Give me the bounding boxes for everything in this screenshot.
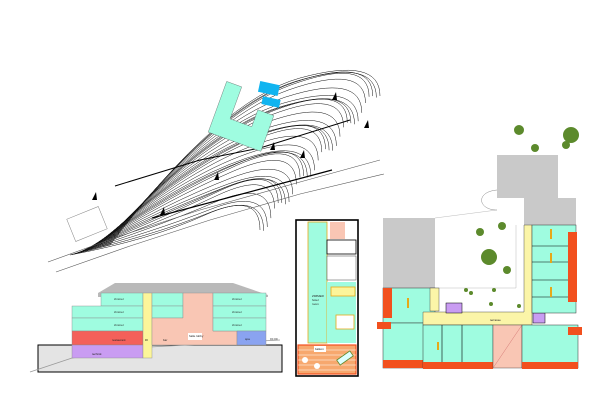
contour-line [85,152,308,252]
contour-line [109,69,381,246]
bathroom [330,222,345,239]
section-label: zimmer [114,310,124,314]
section-label: zimmer [232,297,242,301]
room-block [71,305,144,319]
contour-line [83,153,301,252]
contour-line [81,160,297,253]
wardrobe [326,255,357,281]
room-block [151,292,184,307]
bed [330,286,356,297]
existing-building [524,198,576,225]
room-floor [307,221,328,344]
section-label: lift [145,338,148,342]
room-label: ZIMMER [312,294,325,298]
existing-building [383,218,435,288]
contour-line [75,179,279,254]
chair [314,363,320,369]
section-label: restaurant [112,338,126,342]
contour-line [80,168,293,253]
existing-building [497,155,558,198]
site-annex [257,81,280,96]
basement-block [71,344,144,359]
room-label: room [312,302,319,306]
label-bg [314,346,326,352]
contour-line [104,78,366,247]
terrain [37,344,283,373]
contour-line [102,95,359,247]
contour-line [88,144,315,251]
sunbed [336,350,354,366]
contour-line [84,151,304,252]
courtyard-label: terrasse [490,318,501,322]
contour-line [79,176,290,253]
contour-line [74,184,275,255]
section-label: zimmer [114,323,124,327]
label-bg [188,333,202,340]
section-label: halle lobby [189,334,204,338]
trees [92,92,369,215]
access-road [114,119,351,187]
site-building-footprint [208,81,275,152]
section-label: spa [245,337,250,341]
site-plan [47,69,385,273]
restaurant-block [71,330,144,346]
section-label: zimmer [114,297,124,301]
lift-shaft [142,292,153,359]
road-edge [55,173,385,273]
section-label: bar [163,338,167,342]
floor-plan: terrasse [377,125,582,369]
spa-block [236,330,267,346]
table [335,314,355,330]
building-section: zimmer zimmer zimmer zimmer zimmer zimme… [29,283,283,373]
contour-line [77,178,283,254]
contour-line [71,205,264,255]
contour-line [69,205,261,256]
road-edge [47,159,381,263]
chair [302,357,308,363]
contour-line [101,98,355,248]
room-label: hotel [312,298,319,302]
existing-building [66,206,108,242]
section-label: zimmer [232,323,242,327]
room-block [151,305,184,319]
contour-line [89,135,319,251]
contour-line [72,201,268,255]
courtyard-trees [464,125,579,308]
plot-boundary [151,169,333,219]
balcony-label: balkon [315,347,324,351]
site-annex [261,96,281,108]
room-block [71,317,144,332]
section-label: technik [92,352,102,356]
level-label: ±0.00 [270,337,278,341]
contour-line [73,193,272,255]
room-plan: ZIMMER hotel room balkon [295,219,359,377]
contour-line [92,125,330,250]
bathroom-wall [326,239,357,255]
section-label: zimmer [232,310,242,314]
